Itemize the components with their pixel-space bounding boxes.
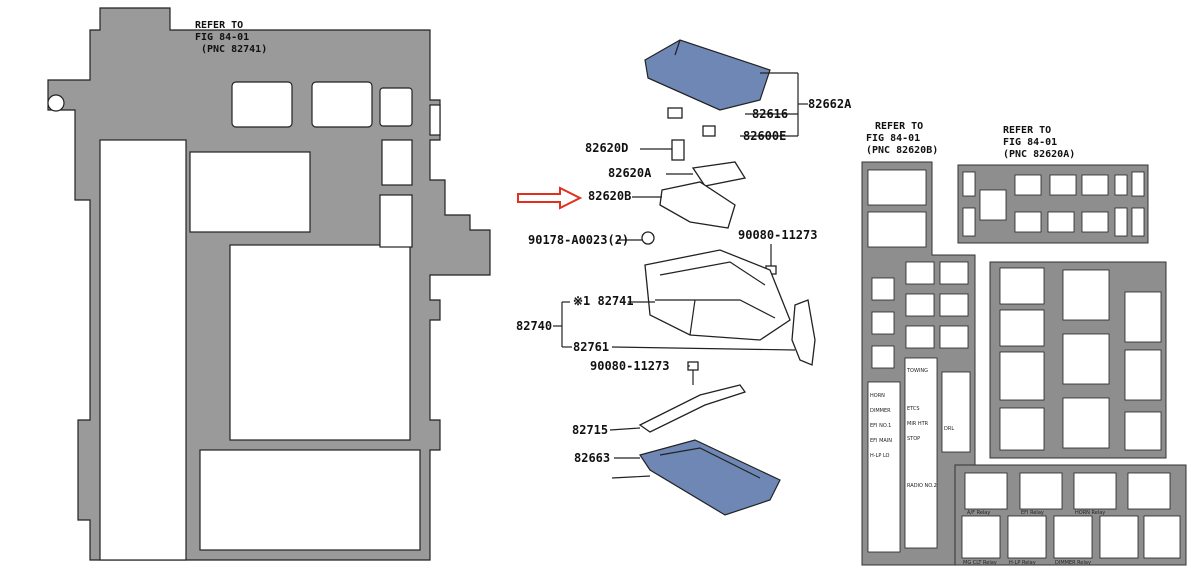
callout-82663: 82663 <box>574 451 610 465</box>
callout-82620A: 82620A <box>608 166 652 180</box>
callout-82662A: 82662A <box>808 97 852 111</box>
fuse-label-mir-htr: MIR HTR <box>907 421 929 427</box>
main-frame-part <box>644 249 791 341</box>
ref-a-line-2: FIG 84-01 <box>1003 137 1057 148</box>
relay-label-horn: HORN Relay <box>1075 510 1105 516</box>
callout-82620D: 82620D <box>585 141 628 155</box>
relay-label-dimmer: DIMMER Relay <box>1055 560 1091 566</box>
fuse-label-radio-no2: RADIO NO.2 <box>907 483 937 489</box>
ref-b-line-1: REFER TO <box>875 121 923 132</box>
left-ref-line-2: FIG 84-01 <box>195 32 249 43</box>
left-ref-line-1: REFER TO <box>195 20 243 31</box>
fuse-panel-b: HORN DIMMER EFI NO.1 EFI MAIN H-LP LO TO… <box>861 161 976 566</box>
nut-part <box>641 231 655 245</box>
right-reference-note-a: REFER TO FIG 84-01 (PNC 82620A) <box>1003 125 1075 160</box>
block-part-b <box>659 181 736 229</box>
lower-cover-part <box>639 439 781 516</box>
clip-part <box>667 107 683 119</box>
fuse-label-towing: TOWING <box>906 368 928 374</box>
connector-part-d <box>671 139 685 161</box>
lower-bracket-part <box>638 384 747 433</box>
fuse-column-mid <box>904 357 938 549</box>
fuse-label-efi-main: EFI MAIN <box>870 438 892 444</box>
relay-panel-upper <box>989 261 1167 459</box>
relay-block-outline <box>47 7 491 561</box>
fuse-label-horn: HORN <box>870 393 885 399</box>
block-part-a <box>691 161 747 187</box>
fuse-label-etcs: ETCS <box>907 406 920 412</box>
top-cover-part <box>644 39 771 111</box>
ref-a-line-3: (PNC 82620A) <box>1003 149 1075 160</box>
left-ref-line-3: (PNC 82741) <box>201 44 267 55</box>
fuse-panel-a <box>957 164 1149 244</box>
callout-82741: ※1 82741 <box>573 294 634 308</box>
fuse-label-drl: DRL <box>944 426 954 432</box>
callout-82761: 82761 <box>573 340 609 354</box>
callout-82715: 82715 <box>572 423 608 437</box>
fuse-label-dimmer: DIMMER <box>870 408 891 414</box>
callout-82620B: 82620B <box>588 189 631 203</box>
relay-label-mg-clt: MG CLT Relay <box>963 560 997 566</box>
left-reference-note: REFER TO FIG 84-01 (PNC 82741) <box>195 20 267 55</box>
callout-90080-lower: 90080-11273 <box>590 359 669 373</box>
ref-a-line-1: REFER TO <box>1003 125 1051 136</box>
ref-b-line-3: (PNC 82620B) <box>866 145 938 156</box>
ref-b-line-2: FIG 84-01 <box>866 133 920 144</box>
relay-label-efi: EFI Relay <box>1021 510 1044 516</box>
relay-panel-lower: A/F Relay EFI Relay HORN Relay H-LP Rela… <box>954 464 1187 566</box>
callout-90080-upper: 90080-11273 <box>738 228 817 242</box>
callout-82740: 82740 <box>516 319 552 333</box>
callout-90178: 90178-A0023(2) <box>528 233 629 247</box>
relay-label-hlp: H-LP Relay <box>1009 560 1036 566</box>
right-reference-note-b: REFER TO FIG 84-01 (PNC 82620B) <box>866 121 938 156</box>
fuse-label-efi-no1: EFI NO.1 <box>870 423 891 429</box>
relay-label-af: A/F Relay <box>967 510 990 516</box>
fuse-label-hlp-lo: H-LP LO <box>870 453 890 459</box>
callout-82600E: 82600E <box>743 129 786 143</box>
fuse-label-stop: STOP <box>907 436 920 442</box>
fuse-column-left <box>867 381 901 553</box>
bracket-part <box>791 299 816 366</box>
callout-82616: 82616 <box>752 107 788 121</box>
fuse-part <box>702 125 716 137</box>
highlight-arrow <box>517 186 583 210</box>
